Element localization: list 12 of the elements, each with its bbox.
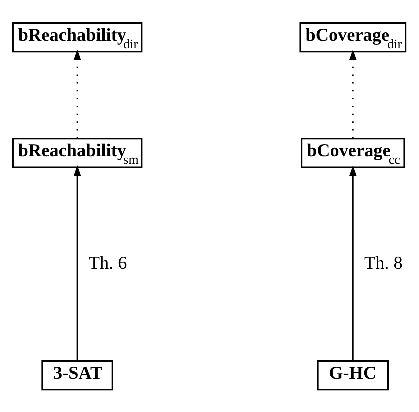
node-box: G-HC bbox=[317, 360, 390, 390]
node-box: bCoverage$_{dir}$ bbox=[300, 22, 407, 52]
arrow bbox=[74, 49, 82, 138]
node-box: 3-SAT bbox=[42, 360, 114, 390]
arrow bbox=[349, 165, 357, 361]
node-box: bReachability$_{sm}$ bbox=[12, 138, 143, 168]
arrow bbox=[74, 165, 82, 361]
node-box: bReachability$_{dir}$ bbox=[12, 22, 143, 52]
edge-label: Th. 8 bbox=[364, 252, 403, 273]
arrow bbox=[349, 49, 357, 138]
node-box: bCoverage$_{cc}$ bbox=[301, 138, 406, 168]
edge-label: Th. 6 bbox=[88, 252, 128, 273]
